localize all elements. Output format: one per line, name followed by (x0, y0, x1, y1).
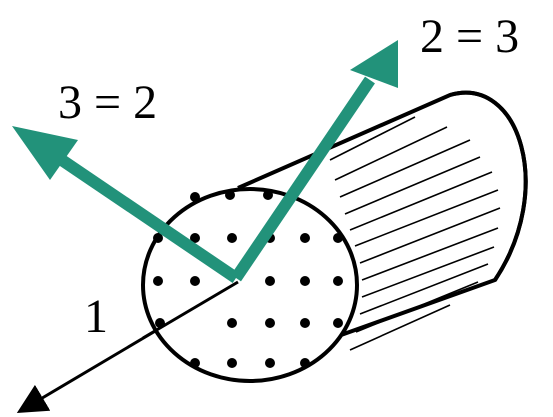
fiber-dot (190, 233, 200, 243)
fiber-dot (153, 233, 163, 243)
label-axis-2-eq-3: 2 = 3 (420, 10, 519, 63)
fiber-dot (333, 276, 343, 286)
fiber-dot (333, 233, 343, 243)
fiber-dot (227, 358, 237, 368)
fiber-dot (263, 190, 273, 200)
label-axis-3-eq-2: 3 = 2 (58, 76, 157, 129)
fiber-dot (190, 358, 200, 368)
cylinder-front-face (141, 187, 359, 383)
fiber-dot (155, 318, 165, 328)
fiber-dot (300, 358, 310, 368)
axis-1-front-segment (142, 280, 239, 340)
fiber-dot (153, 276, 163, 286)
cylinder-hatching (329, 116, 501, 351)
fiber-dot (225, 190, 235, 200)
fiber-dot (227, 318, 237, 328)
fiber-dot (265, 276, 275, 286)
fiber-dot (227, 233, 237, 243)
fiber-dot (300, 318, 310, 328)
fiber-dot (190, 192, 200, 202)
fiber-dot (190, 276, 200, 286)
axis-3-eq-2-arrow (12, 126, 240, 283)
fiber-dot (300, 276, 310, 286)
axis-2-eq-3-arrow (231, 40, 398, 282)
fiber-dot (265, 318, 275, 328)
fiber-dot (265, 358, 275, 368)
fiber-dot (333, 318, 343, 328)
label-axis-1: 1 (84, 290, 108, 343)
fiber-dot (300, 233, 310, 243)
